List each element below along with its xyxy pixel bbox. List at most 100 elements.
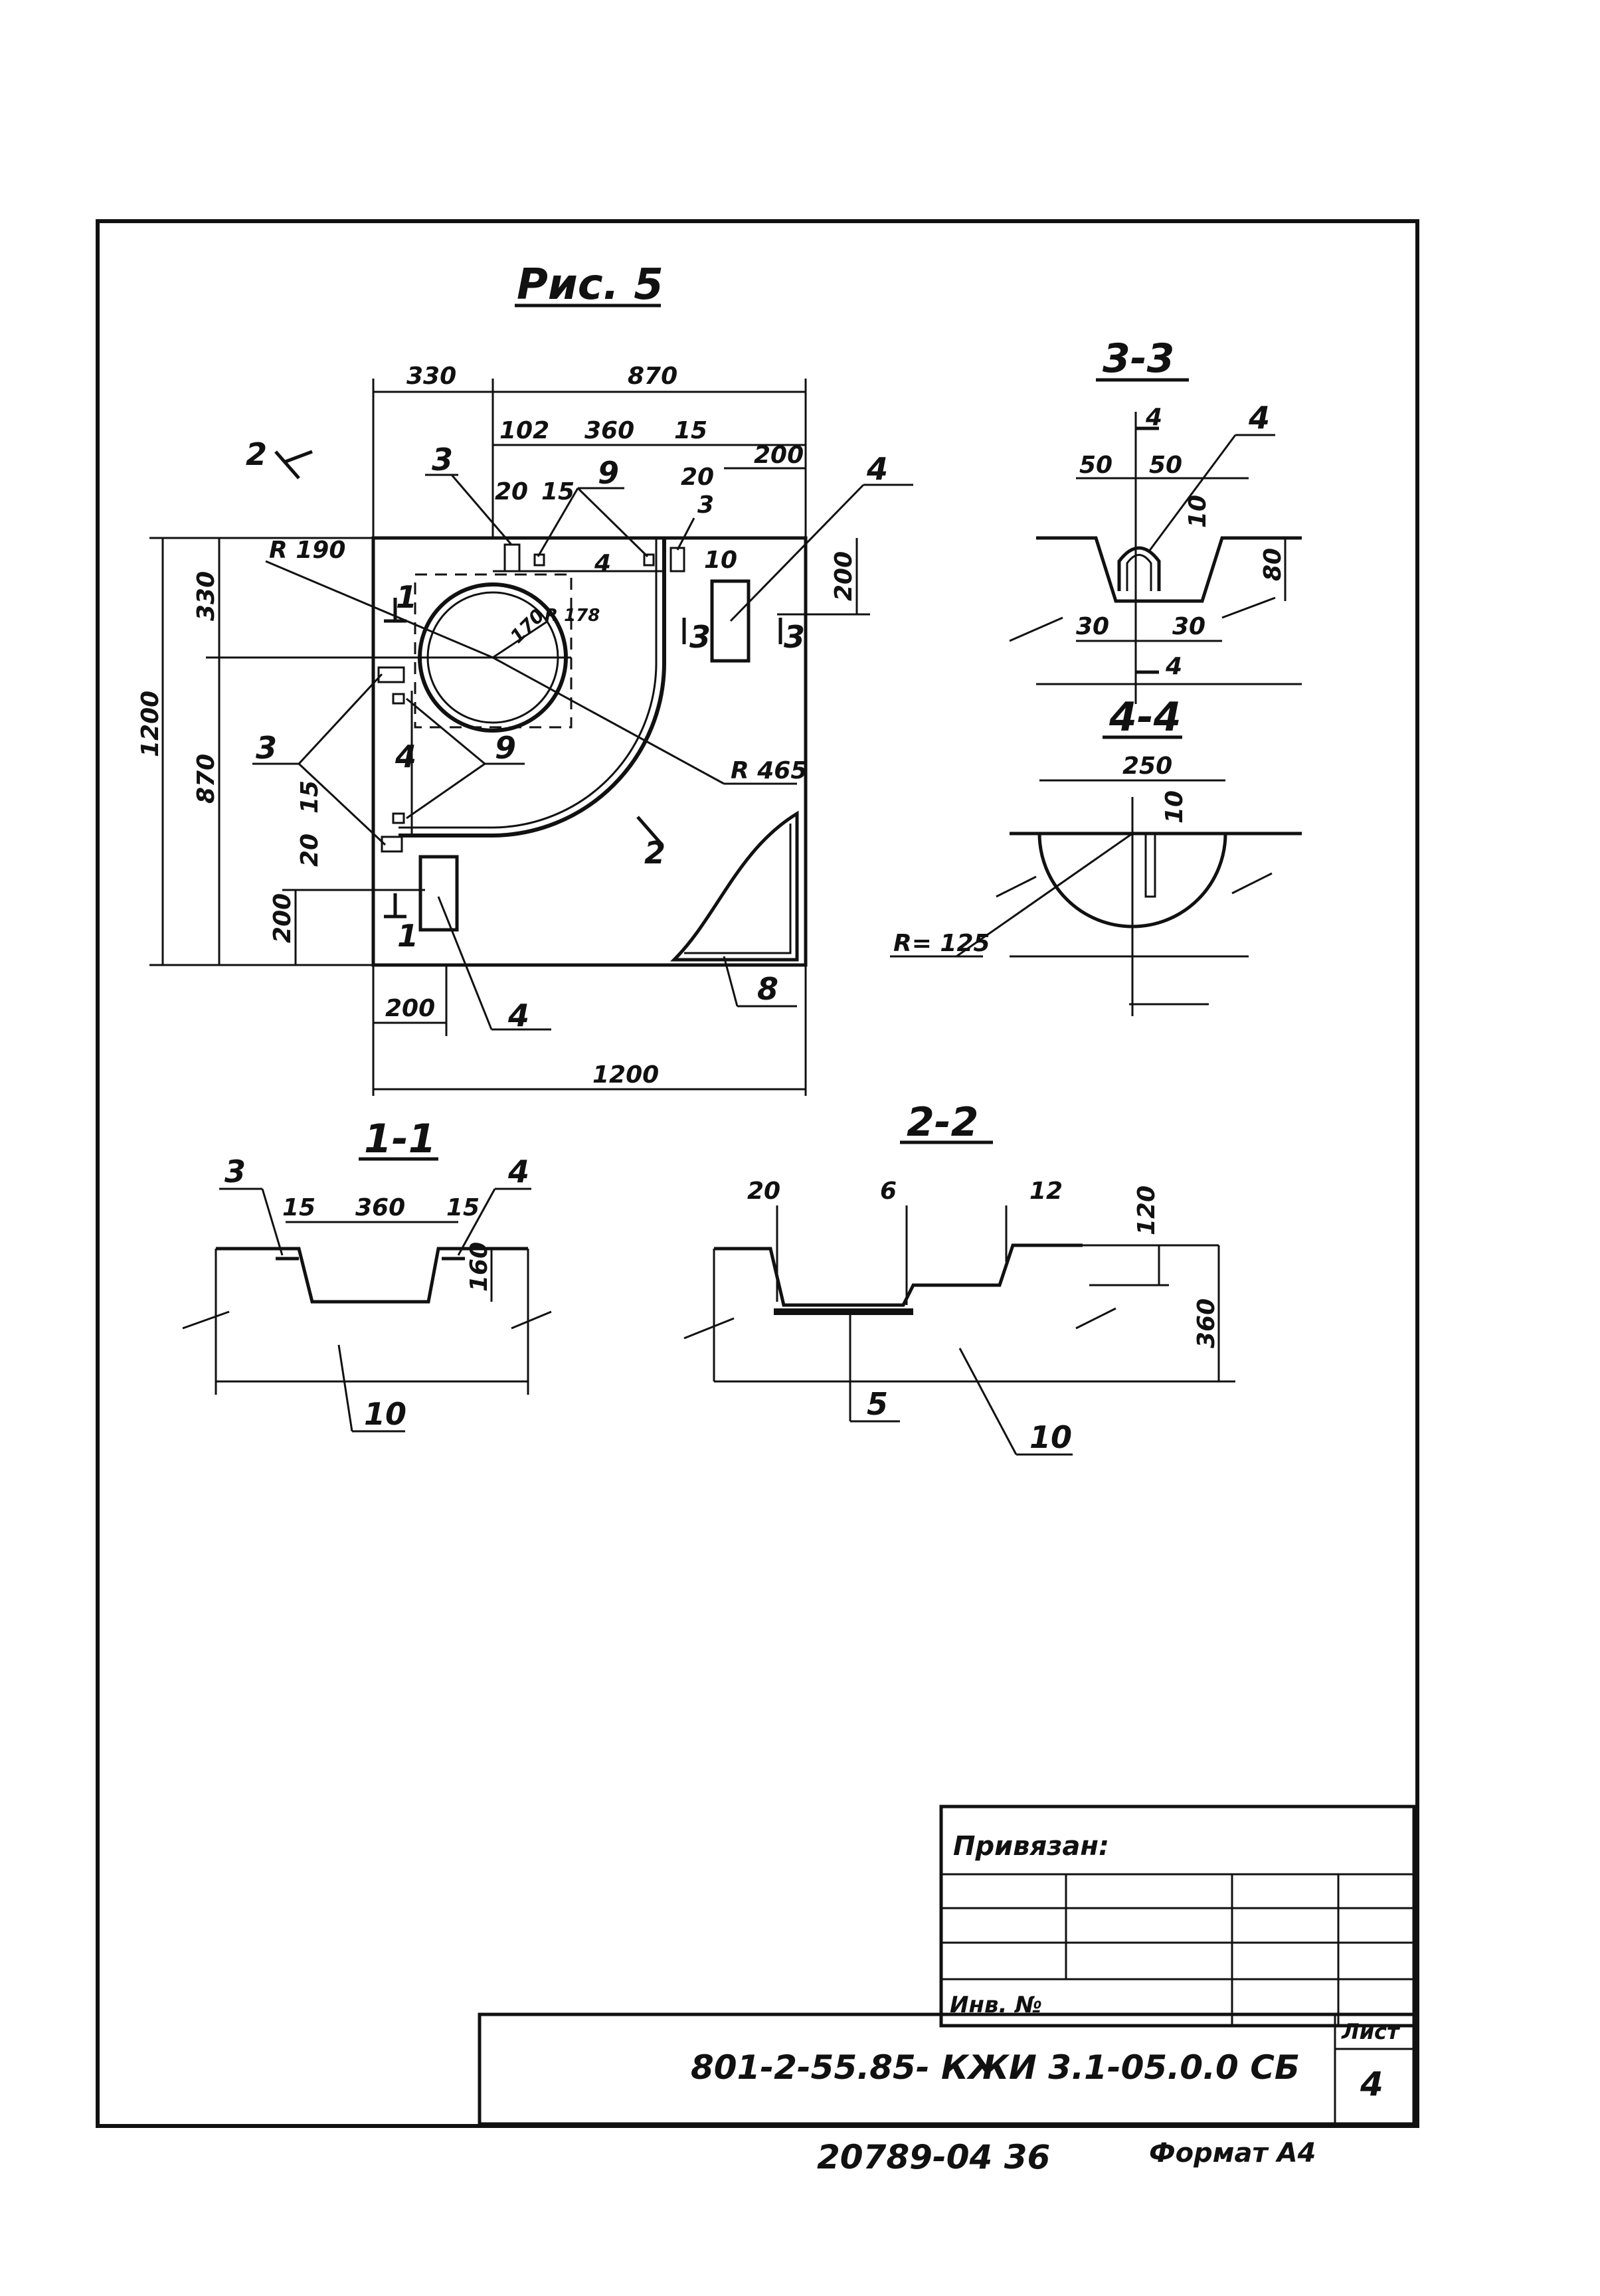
section-1-1-label-4-leader — [457, 1188, 496, 1256]
plan-label-8-leader — [723, 956, 739, 1007]
plan-radius-190: R 190 — [269, 537, 345, 564]
section-4-4-title: 4-4 — [1109, 694, 1181, 741]
plan-left-small-15: 15 — [296, 780, 323, 814]
section-2-2-dim-12: 12 — [1029, 1178, 1063, 1205]
plan-small-dim-4: 4 — [594, 550, 611, 577]
section-2-2-profile — [714, 1243, 1083, 1307]
section-1-1-label-10-leader — [337, 1344, 353, 1432]
section-2-2-dim-6: 6 — [880, 1178, 897, 1205]
cut-2-top-label: 2 — [246, 436, 267, 472]
section-1-1-dim-160: 160 — [466, 1242, 493, 1292]
section-2-2-dim-360: 360 — [1193, 1298, 1220, 1348]
section-3-3-title: 3-3 — [1103, 335, 1174, 382]
plan-radius-178: R 178 — [545, 606, 600, 626]
section-1-1-dim-15a: 15 — [282, 1194, 315, 1221]
section-4-4-r-leader — [956, 832, 1133, 958]
plan-label-4a: 4 — [866, 451, 888, 487]
section-1-1-dim-360: 360 — [355, 1194, 405, 1221]
plan-left-dim-870: 870 — [193, 754, 220, 804]
plan-top-dim-870: 870 — [628, 363, 677, 390]
plan-label-4b: 4 — [395, 739, 416, 774]
section-1-1-profile — [216, 1247, 528, 1304]
section-4-4-break-left — [996, 875, 1037, 898]
section-3-3: 3-3 4 50 50 10 80 30 30 4 4 — [1009, 335, 1302, 704]
section-4-4-dim-10: 10 — [1161, 790, 1188, 824]
plan-label-4c: 4 — [507, 998, 529, 1033]
section-2-2-break-left — [683, 1317, 735, 1340]
cut-2-bottom-mark — [636, 816, 662, 845]
plan-item4-right — [710, 579, 751, 663]
section-1-1-label-10: 10 — [364, 1396, 406, 1432]
section-4-4-radius: R= 125 — [893, 930, 990, 957]
plan-small-dim-20a: 20 — [495, 478, 528, 505]
section-1-1-label-3-leader — [261, 1188, 284, 1256]
plan-r190-leader — [265, 560, 493, 659]
plan-small-dim-20b: 20 — [681, 464, 714, 491]
section-4-4-rod — [1144, 832, 1156, 898]
plan-embed-3-top-right — [669, 547, 685, 573]
section-1-1-label-4: 4 — [507, 1154, 529, 1190]
plan-small-dim-10: 10 — [704, 547, 737, 574]
section-3-3-break-left — [1009, 616, 1063, 642]
section-2-2-label-10: 10 — [1029, 1419, 1072, 1455]
plan-label-3c-leader-2 — [298, 762, 387, 846]
plan-embed-3-left-upper — [377, 666, 405, 683]
section-1-1-break-left — [182, 1310, 230, 1330]
section-3-3-ushape — [1117, 546, 1161, 591]
section-3-3-label-4: 4 — [1248, 400, 1270, 436]
plan-sub-dim-102: 102 — [499, 417, 549, 444]
plan-sub-dim-360: 360 — [584, 417, 634, 444]
plan-label-9a-leader-2 — [577, 487, 649, 558]
section-1-1: 1-1 15 360 15 160 3 4 10 — [182, 1116, 552, 1433]
plan-left-dim-200: 200 — [269, 893, 296, 943]
plan-label-3c: 3 — [256, 730, 277, 766]
plan-label-9b-leader-1 — [406, 697, 486, 765]
title-block-main — [478, 2012, 1416, 2126]
title-block-upper — [939, 1805, 1416, 2028]
plan-label-3c-leader-1 — [298, 673, 383, 765]
footer-format: Формат А4 — [1149, 2138, 1316, 2168]
plan-label-3b: 3 — [697, 491, 714, 519]
plan-sub-dim-15: 15 — [674, 417, 707, 444]
cut-3-left-label: 3 — [689, 619, 711, 655]
plan-sub-dim-200: 200 — [754, 442, 804, 469]
section-3-3-ushape-inner — [1126, 554, 1152, 591]
plan-corner-triangle — [669, 810, 799, 962]
section-3-3-profile — [1036, 536, 1302, 603]
plan-label-4a-leader — [729, 484, 865, 622]
plan-top-dim-330: 330 — [406, 363, 456, 390]
plan-label-8: 8 — [757, 971, 778, 1007]
section-1-1-break-right — [511, 1310, 552, 1330]
section-3-3-dim-50a: 50 — [1079, 452, 1112, 479]
plan-r465-leader — [492, 656, 725, 785]
plan-r170: 170 — [506, 604, 549, 648]
cut-2-bottom-label: 2 — [644, 835, 666, 871]
plan-small-dim-15: 15 — [541, 478, 575, 505]
plan-label-3a-leader — [450, 474, 513, 545]
plan-radius-465: R 465 — [731, 757, 807, 784]
cut-3-right-label: 3 — [784, 619, 805, 655]
plan-bottom-dim-200: 200 — [385, 995, 435, 1022]
plan-embed-3-left-lower — [381, 836, 403, 853]
plan-label-4c-leader — [437, 896, 493, 1030]
section-3-3-dim-50b: 50 — [1149, 452, 1182, 479]
plan-label-9a-leader-1 — [537, 487, 579, 557]
plan-r178-leader — [492, 620, 549, 659]
plan-channel-arc-inner — [399, 538, 658, 829]
plan-label-9a: 9 — [598, 455, 619, 491]
section-2-2-break-right — [1075, 1307, 1116, 1330]
section-3-3-label-leader — [1148, 434, 1237, 552]
section-3-3-dim-30a: 30 — [1076, 613, 1109, 640]
section-1-1-label-3: 3 — [224, 1154, 246, 1190]
footer-number: 20789-04 36 — [817, 2138, 1050, 2176]
section-3-3-break-right — [1221, 596, 1276, 619]
plan-embed-3-top-left — [503, 543, 521, 573]
plan-left-dim-330: 330 — [193, 571, 220, 621]
plan-embed-9-d — [392, 812, 405, 824]
title-block-sheet-number: 4 — [1360, 2065, 1383, 2103]
title-block-sheet-label: Лист — [1341, 2019, 1401, 2044]
title-block-code: 801-2-55.85- КЖИ 3.1-05.0.0 СБ — [691, 2048, 1300, 2087]
cut-2-top-mark — [274, 450, 300, 480]
section-2-2-title: 2-2 — [907, 1099, 978, 1146]
